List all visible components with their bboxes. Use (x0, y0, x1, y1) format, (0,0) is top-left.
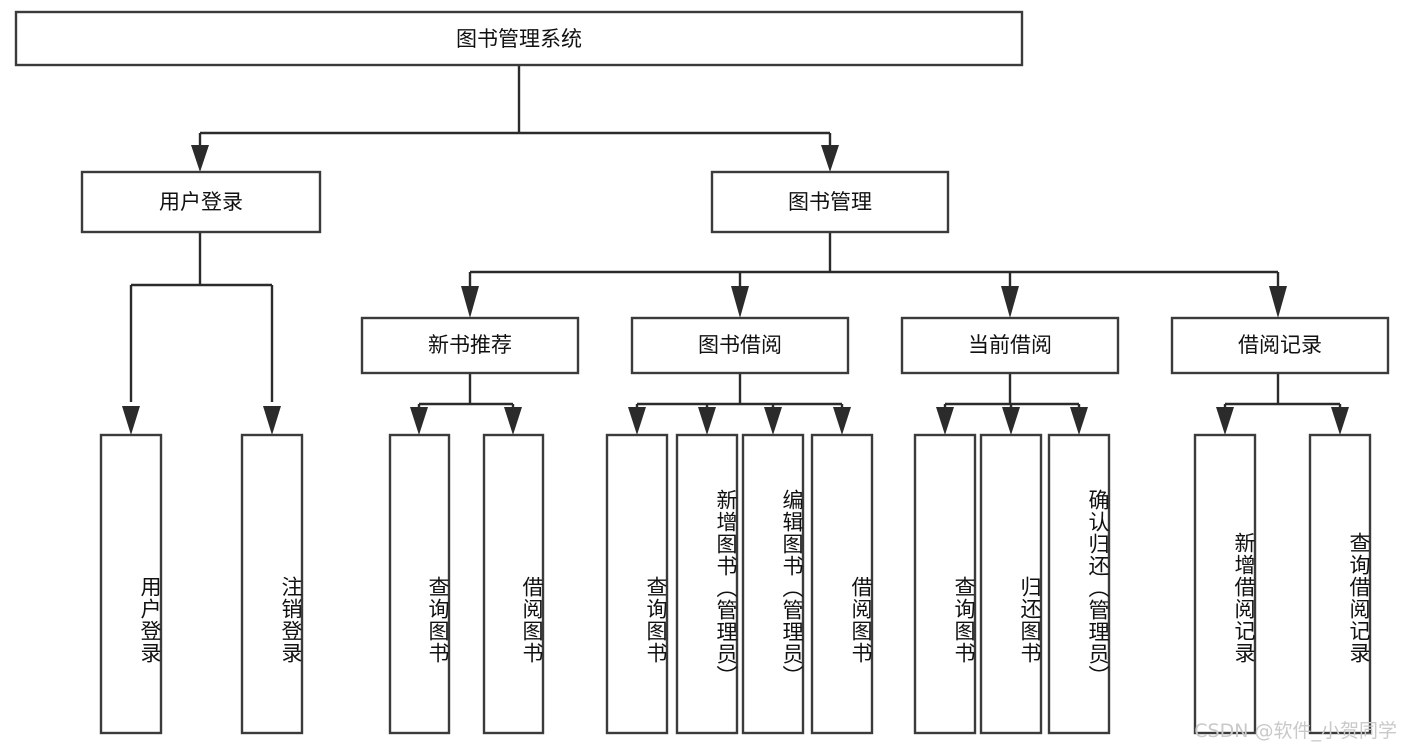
node-box-leaf-return-book[interactable] (979, 433, 1043, 735)
arrow-head-new-book (461, 286, 479, 318)
arrow-head-leaf-query-book-c (936, 407, 954, 435)
node-box-new-book-recommend[interactable] (360, 316, 580, 375)
arrow-head-leaf-return-book (1002, 407, 1020, 435)
arrow-head-borrow-record (1269, 286, 1287, 318)
node-box-user-login[interactable] (80, 170, 322, 234)
arrow-head-current-borrow (1001, 286, 1019, 318)
node-box-current-borrow[interactable] (900, 316, 1120, 375)
node-label-root: 图书管理系统 (456, 27, 582, 51)
arrow-head-userlogin (191, 145, 209, 172)
node-box-leaf-edit-book[interactable] (741, 433, 805, 735)
node-box-leaf-add-record[interactable] (1193, 433, 1257, 735)
node-box-leaf-query-record[interactable] (1308, 433, 1372, 735)
node-box-leaf-query-book-c[interactable] (913, 433, 977, 735)
node-box-leaf-query-book-b[interactable] (605, 433, 669, 735)
arrow-head-leaf-query-record (1331, 407, 1349, 435)
node-box-leaf-confirm-return[interactable] (1047, 433, 1111, 735)
arrow-head-leaf-add-record (1216, 407, 1234, 435)
arrow-head-leaf-add-book (698, 407, 716, 435)
node-box-book-borrow[interactable] (630, 316, 850, 375)
node-label-book-management: 图书管理 (788, 190, 872, 214)
node-box-leaf-user-login[interactable] (99, 433, 163, 735)
node-label-user-login: 用户登录 (159, 190, 243, 214)
arrow-head-leaf-query-book-a (410, 407, 428, 435)
connector-layer (122, 65, 1349, 435)
node-label-book-borrow: 图书借阅 (698, 333, 782, 357)
node-box-leaf-logout[interactable] (240, 433, 304, 735)
node-box-book-management[interactable] (710, 170, 950, 234)
arrow-head-leaf-user-login (122, 406, 140, 435)
node-box-leaf-borrow-book-a[interactable] (482, 433, 545, 735)
node-box-root[interactable] (14, 10, 1024, 67)
arrow-head-leaf-logout (263, 406, 281, 435)
node-label-borrow-record: 借阅记录 (1238, 333, 1322, 357)
arrow-head-leaf-borrow-book-b (833, 407, 851, 435)
arrow-head-leaf-confirm-return (1070, 407, 1088, 435)
node-box-borrow-record[interactable] (1170, 316, 1390, 375)
arrow-head-leaf-borrow-book-a (504, 407, 522, 435)
arrow-head-book-borrow (731, 286, 749, 318)
node-box-leaf-query-book-a[interactable] (388, 433, 451, 735)
arrow-head-leaf-query-book-b (628, 407, 646, 435)
node-label-current-borrow: 当前借阅 (968, 333, 1052, 357)
arrow-head-leaf-edit-book (764, 407, 782, 435)
node-layer: 图书管理系统 用户登录 图书管理 新书推荐 图书借阅 当前借阅 借阅记录 (14, 10, 1390, 735)
arrow-head-bookmgmt (821, 145, 839, 172)
node-box-leaf-add-book[interactable] (675, 433, 739, 735)
watermark-text: CSDN @软件_小贺同学 (1194, 720, 1397, 742)
node-box-leaf-borrow-book-b[interactable] (810, 433, 874, 735)
node-label-new-book-recommend: 新书推荐 (428, 333, 512, 357)
